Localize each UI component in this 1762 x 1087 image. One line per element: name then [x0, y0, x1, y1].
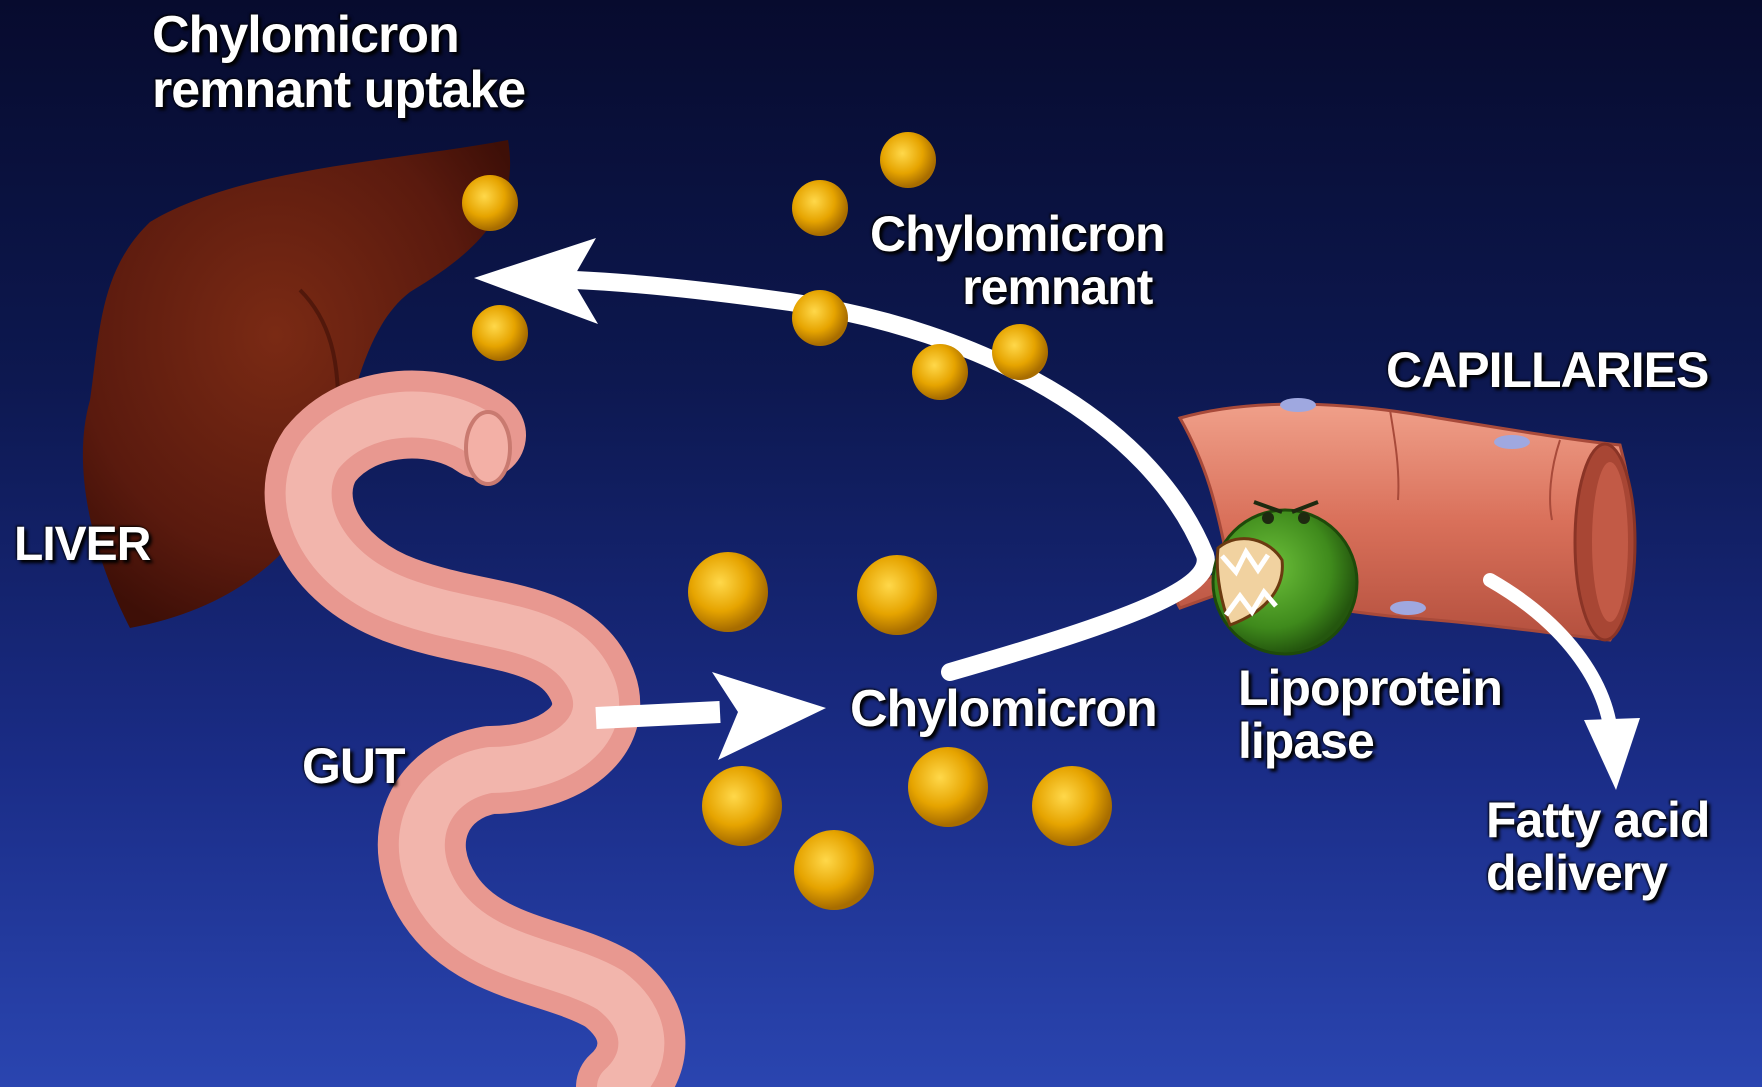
capillary-lumen-inner [1592, 462, 1628, 622]
fatty-acid-delivery-label: Fatty acid delivery [1486, 794, 1709, 899]
endothelial-nucleus [1494, 435, 1530, 449]
endothelial-nucleus [1280, 398, 1316, 412]
chylomicron-particle-icon [912, 344, 968, 400]
arrowhead [1584, 718, 1640, 790]
chylomicron-remnant-label: Chylomicron remnant [870, 208, 1165, 313]
endothelial-nucleus [1390, 601, 1426, 615]
chylomicron-particle-icon [792, 290, 848, 346]
chylomicron-particle-icon [857, 555, 937, 635]
chylomicron-particle-icon [1032, 766, 1112, 846]
gut-label: GUT [302, 740, 405, 793]
chylomicron-particle-icon [880, 132, 936, 188]
arrowhead [712, 672, 826, 760]
chylomicron-particle-icon [792, 180, 848, 236]
chylomicron-particle-icon [794, 830, 874, 910]
chylomicron-particle-icon [908, 747, 988, 827]
chylomicron-particle-icon [702, 766, 782, 846]
liver-label: LIVER [14, 520, 150, 570]
chylomicron-particle-icon [462, 175, 518, 231]
remnant-uptake-label: Chylomicron remnant uptake [152, 8, 525, 117]
chylomicron-particle-icon [472, 305, 528, 361]
capillaries-label: CAPILLARIES [1386, 344, 1708, 397]
lipoprotein-lipase-label: Lipoprotein lipase [1238, 662, 1502, 767]
arrow-gut-to-chylomicron [596, 712, 720, 718]
chylomicron-label: Chylomicron [850, 682, 1157, 737]
gut-opening [466, 412, 510, 484]
chylomicron-particle-icon [688, 552, 768, 632]
chylomicron-particle-icon [992, 324, 1048, 380]
